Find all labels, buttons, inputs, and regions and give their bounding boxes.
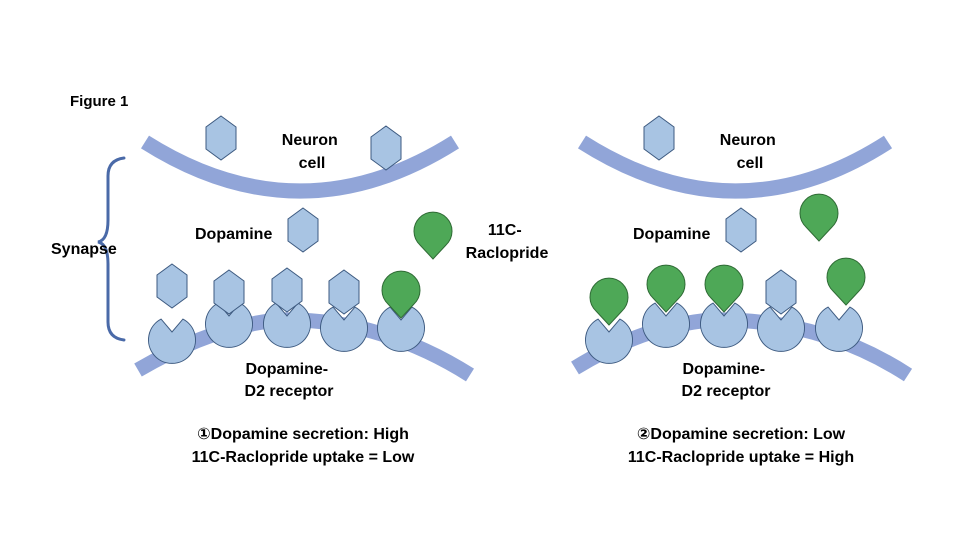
raclopride-molecule — [646, 264, 686, 313]
d2-receptor — [642, 302, 690, 348]
raclopride-molecule — [413, 211, 453, 260]
neuron-cell-label: Neuron cell — [720, 132, 780, 172]
dopamine-molecule — [287, 207, 319, 253]
dopamine-molecule — [725, 207, 757, 253]
dopamine-molecule — [370, 125, 402, 171]
synapse-bracket — [97, 156, 126, 342]
caption-line-2: 11C-Raclopride uptake = High — [628, 449, 854, 466]
raclopride-molecule — [704, 264, 744, 313]
dopamine-molecule — [213, 269, 245, 315]
raclopride-label: 11C- Raclopride — [466, 222, 549, 262]
neuron-cell-label: Neuron cell — [282, 132, 342, 172]
dopamine-molecule — [643, 115, 675, 161]
dopamine-molecule — [156, 263, 188, 309]
d2-receptor — [205, 302, 253, 348]
caption-line-2: 11C-Raclopride uptake = Low — [192, 449, 415, 466]
receptor-label: Dopamine- D2 receptor — [682, 361, 771, 400]
d2-receptor — [757, 306, 805, 352]
d2-receptor — [377, 306, 425, 352]
dopamine-molecule — [205, 115, 237, 161]
synapse-label: Synapse — [51, 241, 117, 258]
raclopride-molecule — [381, 270, 421, 319]
receptor-label: Dopamine- D2 receptor — [245, 361, 334, 400]
presynaptic-membrane — [140, 135, 460, 199]
d2-receptor — [263, 302, 311, 348]
d2-receptor — [148, 318, 196, 364]
presynaptic-membrane — [577, 135, 893, 199]
dopamine-molecule — [765, 269, 797, 315]
dopamine-label: Dopamine — [195, 226, 272, 243]
dopamine-label: Dopamine — [633, 226, 710, 243]
dopamine-molecule — [328, 269, 360, 315]
d2-receptor — [585, 318, 633, 364]
dopamine-molecule — [271, 267, 303, 313]
raclopride-molecule — [589, 277, 629, 326]
raclopride-molecule — [826, 257, 866, 306]
figure-label: Figure 1 — [70, 93, 128, 110]
d2-receptor — [320, 306, 368, 352]
d2-receptor — [815, 306, 863, 352]
caption-line-1: ①Dopamine secretion: High — [197, 426, 409, 443]
caption-line-1: ②Dopamine secretion: Low — [637, 426, 846, 443]
panel-2: Neuron cell Dopamine — [571, 115, 913, 466]
raclopride-molecule — [799, 193, 839, 242]
d2-receptor — [700, 302, 748, 348]
panel-1: Neuron cell Dopamine 11C- Raclopride — [134, 115, 549, 466]
